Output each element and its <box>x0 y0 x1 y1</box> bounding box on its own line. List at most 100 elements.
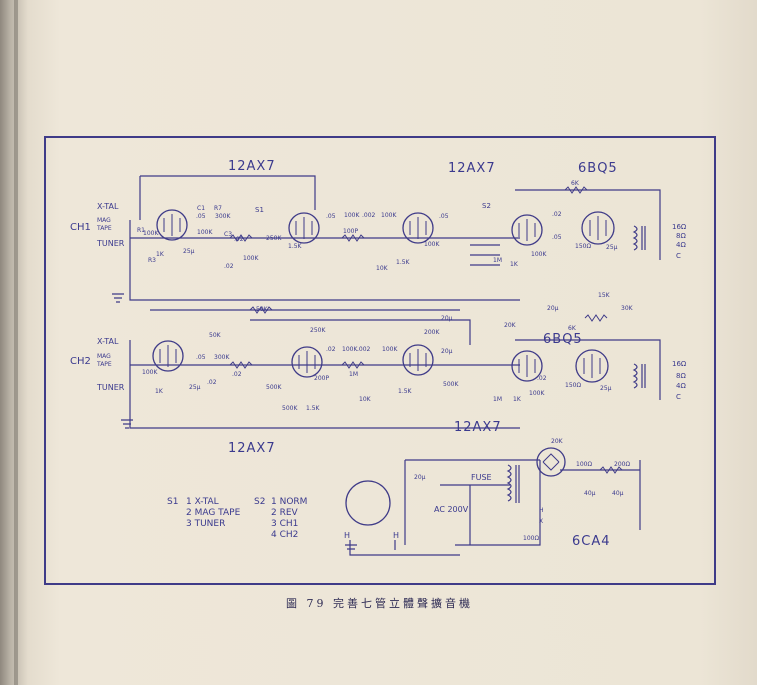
comp-r51-value: 30K <box>621 305 633 312</box>
input-tuner-ch2: TUNER <box>97 383 125 392</box>
book-spine <box>14 0 18 685</box>
comp-r91-value: 1M <box>493 396 502 403</box>
output-4-ch1: 4Ω <box>676 241 686 249</box>
comp-c3-value: .02 <box>234 236 244 243</box>
comp-c1-value: .05 <box>196 213 206 220</box>
tube-v6-envelope <box>152 340 184 372</box>
comp-c1: C1 <box>197 205 206 212</box>
label-fuse: FUSE <box>471 473 492 482</box>
comp-c33-value: 20μ <box>547 305 559 312</box>
comp-c39-value: 200P <box>314 375 330 382</box>
comp-r87-value: 100K <box>382 346 398 353</box>
comp-r93-value: 150Ω <box>565 382 582 389</box>
legend-s2-items: 1 NORM 2 REV 3 CH1 4 CH2 <box>271 497 308 540</box>
tube-label-ch2-pre: 12AX7 <box>228 441 276 456</box>
comp-c55-value: 40μ <box>612 490 624 497</box>
octal-socket <box>345 480 391 526</box>
switch-s2: S2 <box>482 202 491 210</box>
comp-r65-value: 500K <box>443 381 459 388</box>
ch2-output-wire <box>515 339 661 400</box>
comp-r3-value: 1K <box>156 251 164 258</box>
comp-r53-value: 6K <box>568 325 576 332</box>
comp-r99-value: 100Ω <box>576 461 593 468</box>
comp-r25-value: 10K <box>376 265 388 272</box>
comp-c21-value: .05 <box>439 213 449 220</box>
comp-r75-value: 500K <box>282 405 298 412</box>
input-tape-ch2: TAPE <box>97 361 112 368</box>
comp-r7-value: 300K <box>215 213 231 220</box>
s2-switch-wires <box>470 244 500 266</box>
ch1-ground-bus <box>129 220 520 301</box>
comp-r11-value: 1.5K <box>288 243 302 250</box>
comp-r17-value: 100K <box>344 212 360 219</box>
tube-v8-envelope <box>402 344 434 376</box>
comp-c57-value: 20μ <box>414 474 426 481</box>
input-tape-ch1: TAPE <box>97 225 112 232</box>
output-4-ch2: 4Ω <box>676 382 686 390</box>
comp-r89-value: 1K <box>513 396 521 403</box>
comp-r69-value: 100K <box>142 369 158 376</box>
legend-s1-items: 1 X-TAL 2 MAG TAPE 3 TUNER <box>186 497 241 529</box>
comp-r15-value: 100K <box>243 255 259 262</box>
input-xtal-ch1: X-TAL <box>97 202 119 211</box>
comp-r31-value: 100K <box>424 241 440 248</box>
comp-c53-value: 40μ <box>584 490 596 497</box>
tube-v7-envelope <box>291 346 323 378</box>
comp-r35-value: 1.5K <box>396 259 410 266</box>
comp-c11-value: .05 <box>326 213 336 220</box>
comp-r43-value: 1K <box>510 261 518 268</box>
tube-label-ch1-out: 6BQ5 <box>578 161 618 176</box>
label-heater-h-left: H <box>344 531 351 540</box>
schematic-frame <box>44 136 716 585</box>
output-8-ch1: 8Ω <box>676 232 686 240</box>
legend-s2-title: S2 <box>254 497 266 507</box>
comp-r97-value: 20K <box>551 438 563 445</box>
comp-r39-value: 1M <box>493 257 502 264</box>
output-8-ch2: 8Ω <box>676 372 686 380</box>
power-wire <box>404 459 541 546</box>
switch-s1: S1 <box>255 206 264 214</box>
tube-v9-envelope <box>511 350 543 382</box>
comp-r63-value: 100K <box>529 390 545 397</box>
comp-c27-value: 25μ <box>606 244 618 251</box>
label-ac-200v: AC 200V <box>434 505 469 514</box>
comp-r77-value: 1K <box>155 388 163 395</box>
ch2-ground-bus <box>129 340 520 429</box>
comp-c13-value: 100P <box>343 228 359 235</box>
comp-c37-value: .02 <box>326 346 336 353</box>
input-tuner-ch1: TUNER <box>97 239 125 248</box>
comp-r95-value: 500K <box>266 384 282 391</box>
comp-c3: C3 <box>224 231 233 238</box>
tube-v4-envelope <box>511 214 543 246</box>
comp-r79-value: 300K <box>214 354 230 361</box>
comp-c47-value: .05 <box>196 354 206 361</box>
comp-c51-value: 20μ <box>441 348 453 355</box>
label-h-tap: H <box>539 507 544 514</box>
output-c-ch1: C <box>676 252 681 260</box>
comp-r81-value: 100K <box>342 346 358 353</box>
ch2-output-transformer <box>632 363 646 389</box>
tube-label-ch2-out: 6BQ5 <box>543 332 583 347</box>
comp-r7: R7 <box>214 205 222 212</box>
channel-label-ch2: CH2 <box>70 356 91 367</box>
input-mag-ch1: MAG <box>97 217 111 224</box>
ch2-upper-wire <box>250 319 471 345</box>
comp-c45-value: .02 <box>232 371 242 378</box>
comp-r49-value: 15K <box>598 292 610 299</box>
comp-r83-value: 1.5K <box>398 388 412 395</box>
comp-r41-value: 100K <box>531 251 547 258</box>
comp-c5-value: 25μ <box>183 248 195 255</box>
tube-label-ch1-pre: 12AX7 <box>228 159 276 174</box>
comp-r59-value: 250K <box>310 327 326 334</box>
output-16-ch2: 16Ω <box>672 360 687 368</box>
comp-c9-value: .02 <box>224 263 234 270</box>
comp-r67-value: 1.5K <box>306 405 320 412</box>
comp-r29-value: 100K <box>381 212 397 219</box>
power-transformer <box>506 464 520 503</box>
filter-wire <box>560 460 641 530</box>
output-16-ch1: 16Ω <box>672 223 687 231</box>
ch1-feedback-wire <box>139 175 316 220</box>
legend-s1-title: S1 <box>167 497 179 507</box>
